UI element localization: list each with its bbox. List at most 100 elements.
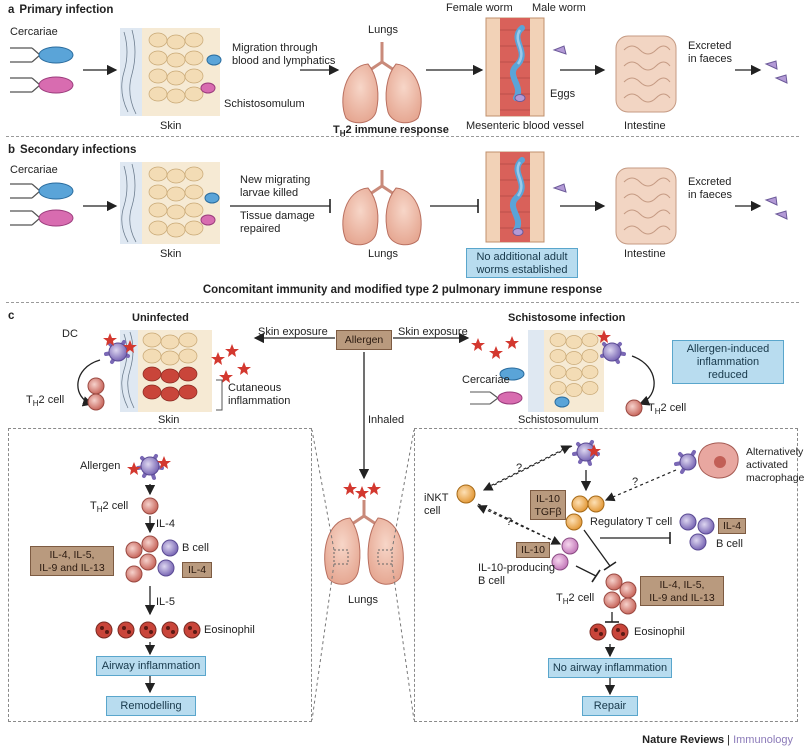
question-mark-3: ? (506, 516, 513, 528)
schistosomulum-label-a: Schistosomulum (224, 98, 305, 110)
cytokines-box-right: IL-4, IL-5,IL-9 and IL-13 (640, 576, 724, 606)
repair-box: Repair (582, 696, 638, 716)
lungs-graphic-c (324, 500, 404, 585)
panel-uninfected (8, 428, 312, 722)
lungs-label-a: Lungs (368, 24, 398, 36)
b-cells-right (679, 513, 715, 551)
dendritic-cell-right (600, 342, 626, 364)
cercariae-b (10, 182, 74, 227)
il4-label-left: IL-4 (156, 518, 175, 530)
eosinophil-label-right: Eosinophil (634, 626, 685, 638)
inhaled-label: Inhaled (368, 414, 405, 426)
lungs-label-b: Lungs (368, 248, 398, 260)
il10-box: IL-10 (516, 542, 550, 558)
lungs-graphic-b (342, 170, 422, 246)
skin-label-c: Skin (158, 414, 180, 426)
th2-cell-label-top-right: TH2 cell (648, 402, 687, 417)
skin-graphic-a (120, 28, 222, 116)
eosinophils-left (95, 621, 201, 639)
dc-label: DC (62, 328, 78, 340)
section-c-letter: c (8, 310, 15, 322)
uninfected-heading: Uninfected (132, 312, 189, 324)
regulatory-t-cell-label: Regulatory T cell (590, 516, 673, 528)
regulatory-t-cells (565, 495, 605, 531)
remodelling-box: Remodelling (106, 696, 196, 716)
eggs-label: Eggs (550, 88, 576, 100)
vessel-graphic-b (485, 151, 545, 243)
b-cell-label-left: B cell (182, 542, 209, 554)
allergen-stars-left (103, 333, 251, 383)
journal-section: Immunology (733, 734, 793, 746)
intestine-label-b: Intestine (624, 248, 666, 260)
eosinophils-right (589, 623, 629, 641)
il4-box-left: IL-4 (182, 562, 212, 578)
skin-exposure-right: Skin exposure (398, 326, 468, 338)
vessel-graphic-a (485, 17, 545, 117)
skin-label-a: Skin (160, 120, 182, 132)
b-cell-label-right: B cell (716, 538, 743, 550)
il4-box-right: IL-4 (718, 518, 746, 534)
lungs-label-c: Lungs (348, 594, 378, 606)
th2-cell-top-right (625, 399, 643, 417)
skin-graphic-c-right (528, 330, 604, 412)
footer-separator: | (724, 734, 734, 746)
journal-footer: Nature Reviews | Immunology (642, 734, 793, 746)
cytokines-box-left: IL-4, IL-5,IL-9 and IL-13 (30, 546, 114, 576)
schistosome-infection-heading: Schistosome infection (508, 312, 626, 324)
allergen-label-left-panel: Allergen (80, 460, 121, 472)
il10-b-cells (551, 537, 579, 571)
skin-exposure-left: Skin exposure (258, 326, 328, 338)
skin-graphic-c-left (120, 330, 212, 412)
divider-b-c (6, 302, 799, 303)
female-worm-label: Female worm (446, 2, 513, 14)
divider-a-b (6, 136, 799, 137)
allergen-stars-right (471, 330, 611, 359)
concomitant-immunity-summary: Concomitant immunity and modified type 2… (202, 284, 603, 296)
allergen-stars-center (343, 482, 381, 499)
journal-name: Nature Reviews (642, 734, 725, 746)
lungs-graphic-a (342, 42, 422, 124)
cercariae-label-b: Cercariae (10, 164, 58, 176)
skin-label-b: Skin (160, 248, 182, 260)
intestine-graphic-a (615, 35, 677, 113)
dendritic-cell-left-panel (136, 454, 164, 480)
th2-immune-response: TH2 immune response (333, 124, 449, 139)
allergen-stars-left-panel (127, 456, 171, 475)
schistosomulum-label-c: Schistosomulum (518, 414, 599, 426)
th2-cell-label-left-panel: TH2 cell (90, 500, 129, 515)
cercariae-a (10, 46, 74, 94)
intestine-graphic-b (615, 167, 677, 245)
question-mark-1: ? (516, 462, 523, 474)
inkt-cell (456, 484, 476, 504)
th2-cell-cluster-left (125, 535, 179, 583)
vessel-label: Mesenteric blood vessel (466, 120, 585, 132)
th2-cells-top-left (87, 377, 105, 411)
cercariae-label-a: Cercariae (10, 26, 58, 38)
panel-schistosome (414, 428, 798, 722)
skin-graphic-b (120, 162, 220, 244)
il5-label-left: IL-5 (156, 596, 175, 608)
macrophage-dc-right (674, 442, 739, 479)
th2-cells-right-panel (603, 573, 637, 615)
dendritic-cell-left (104, 340, 130, 364)
cercariae-c (470, 367, 525, 405)
eosinophil-label-left: Eosinophil (204, 624, 255, 636)
th2-cell-label-top-left: TH2 cell (26, 394, 65, 409)
question-mark-2: ? (632, 476, 639, 488)
intestine-label-a: Intestine (624, 120, 666, 132)
no-airway-inflammation-box: No airway inflammation (548, 658, 672, 678)
